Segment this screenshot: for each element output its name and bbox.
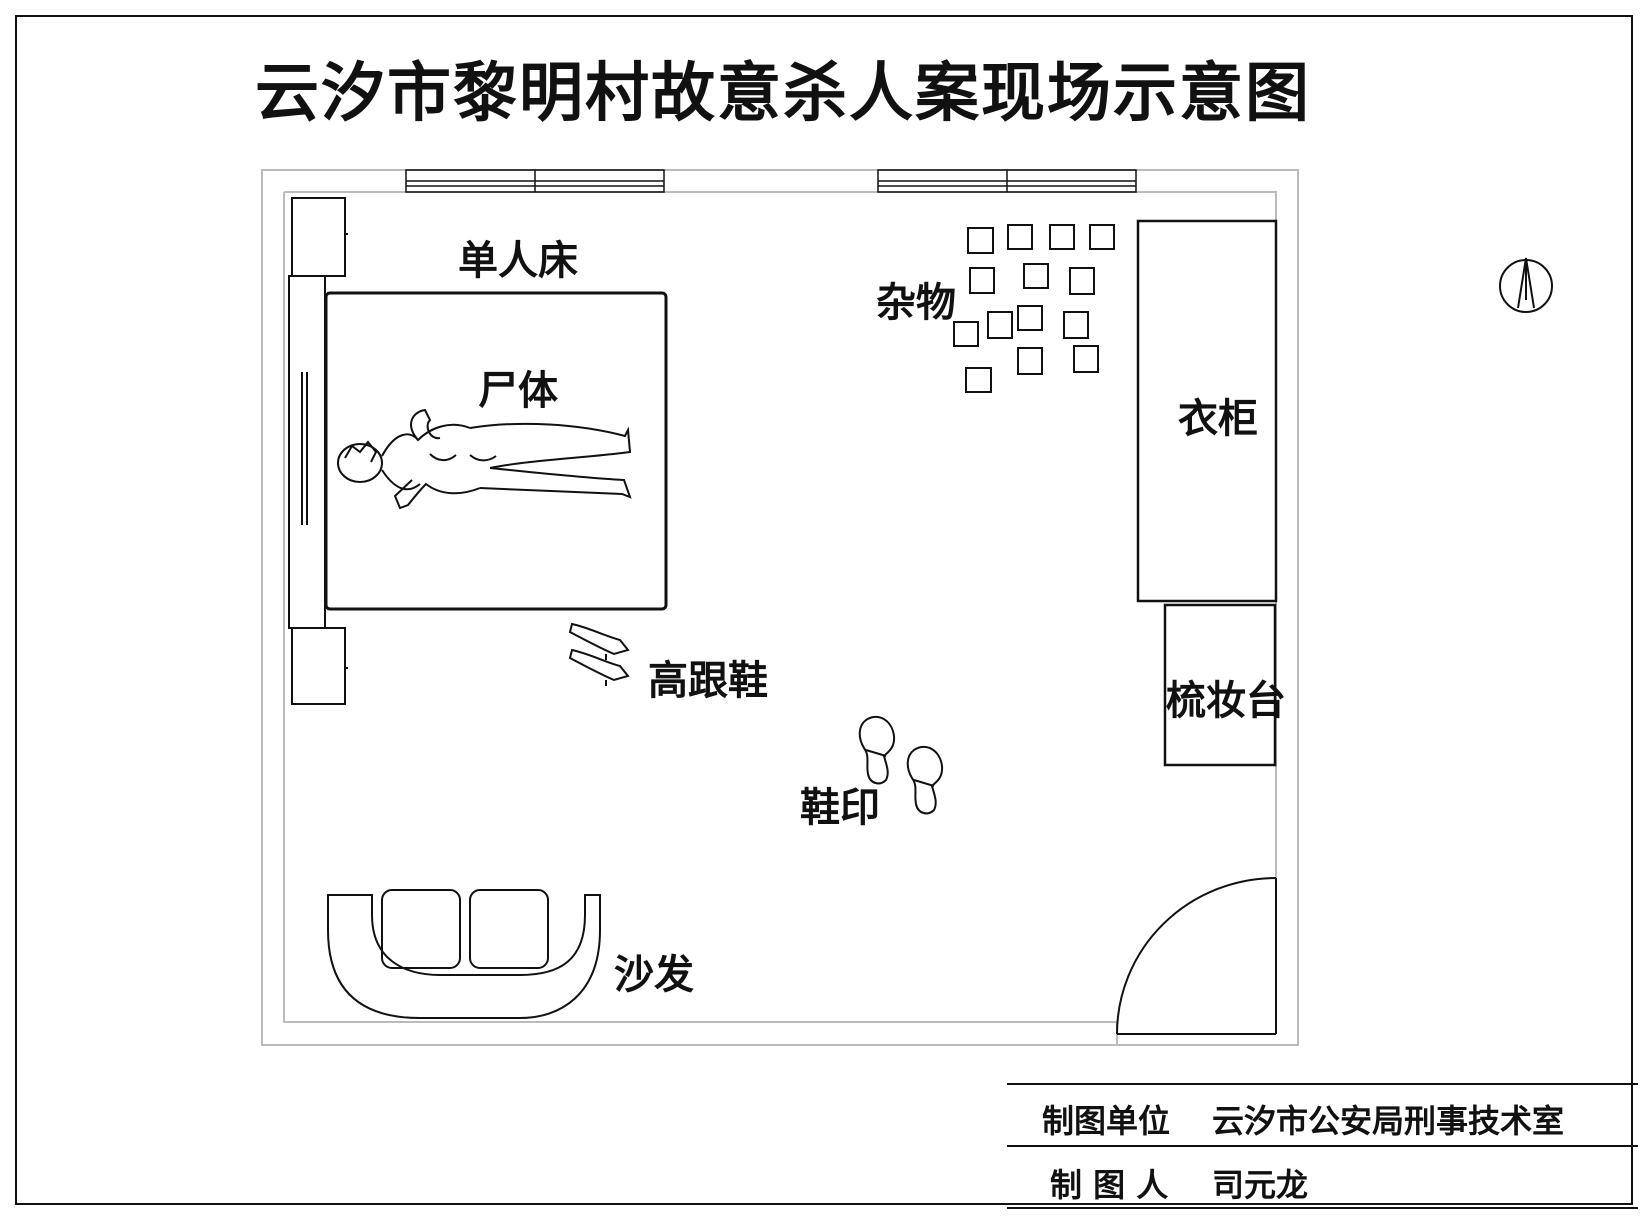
title-block-author-label: 制 图 人	[1050, 1166, 1169, 1204]
window-left	[405, 169, 665, 193]
diagram-title: 云汐市黎明村故意杀人案现场示意图	[255, 57, 1311, 131]
label-sofa: 沙发	[614, 952, 694, 998]
drawing-frame	[15, 15, 1633, 1205]
label-footprints: 鞋印	[800, 785, 880, 831]
north-arrow-icon	[1499, 257, 1553, 313]
label-heels: 高跟鞋	[648, 658, 768, 704]
nightstand-bottom	[291, 627, 348, 705]
label-clutter: 杂物	[876, 280, 956, 326]
dresser	[1163, 603, 1277, 767]
label-body: 尸体	[478, 368, 558, 414]
label-wardrobe: 衣柜	[1178, 396, 1258, 442]
title-block-lines	[1007, 1083, 1638, 1209]
title-block-unit-label: 制图单位	[1042, 1102, 1171, 1140]
nightstand-top	[291, 197, 348, 277]
corpse-outline	[337, 408, 632, 510]
headboard	[288, 275, 326, 629]
high-heels	[568, 622, 630, 686]
door	[1116, 877, 1277, 1035]
title-block-author-value: 司元龙	[1212, 1166, 1309, 1204]
wardrobe	[1136, 219, 1278, 603]
label-dresser: 梳妆台	[1166, 678, 1286, 724]
single-bed	[324, 291, 668, 611]
title-block-unit-value: 云汐市公安局刑事技术室	[1212, 1102, 1565, 1140]
window-right	[877, 169, 1137, 193]
sofa	[327, 889, 601, 1019]
label-bed: 单人床	[458, 238, 578, 284]
clutter-boxes	[953, 224, 1115, 393]
footprints	[858, 715, 944, 815]
